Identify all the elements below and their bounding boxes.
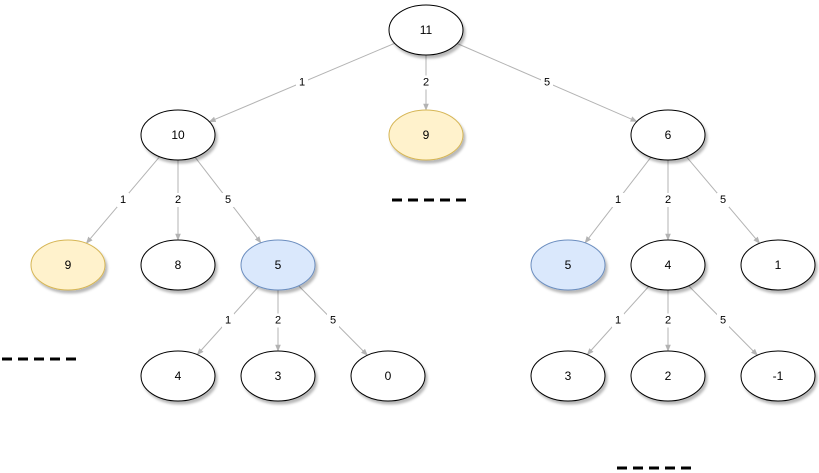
tree-node-n5right: 5 [530, 239, 606, 291]
edge-weight-label: 2 [665, 194, 671, 206]
edge-label-background [222, 313, 234, 328]
edge-n10-n9left: 1 [85, 156, 161, 244]
highlighted-node-ellipse [240, 239, 316, 291]
edge-weight-label: 5 [225, 194, 231, 206]
node-ellipse [630, 350, 706, 402]
edge-weight-label: 5 [544, 77, 550, 89]
tree-node-n6: 6 [630, 109, 706, 161]
tree-node-n1: 1 [740, 239, 816, 291]
tree-node-n10: 10 [140, 109, 216, 161]
edge-weight-label: 1 [120, 194, 126, 206]
edge-n10-n5left: 5 [194, 156, 262, 244]
tree-node-n4left: 4 [140, 350, 216, 402]
tree-node-n0: 0 [350, 350, 426, 402]
node-ellipse [140, 239, 216, 291]
edge-label-background [717, 313, 729, 328]
edge-label-background [222, 193, 234, 207]
node-value-label: 3 [275, 369, 282, 383]
edge-n10-n8: 2 [172, 160, 184, 241]
node-ellipse [240, 350, 316, 402]
node-value-label: 4 [665, 258, 672, 272]
edge-weight-label: 1 [615, 315, 621, 327]
edge-n6-n4right: 2 [662, 160, 674, 241]
edge-label-background [172, 193, 184, 207]
edge-label-background [662, 193, 674, 207]
edge-weight-label: 2 [175, 194, 181, 206]
node-value-label: 11 [420, 23, 433, 37]
node-ellipse [350, 350, 426, 402]
highlighted-node-ellipse [30, 239, 106, 291]
node-value-label: 5 [565, 258, 572, 272]
edge-weight-label: 1 [615, 194, 621, 206]
node-value-label: 8 [175, 258, 182, 272]
edge-weight-label: 5 [720, 315, 726, 327]
node-ellipse [388, 4, 464, 56]
edge-label-background [296, 75, 308, 90]
edge-n4right-nm1: 5 [688, 285, 758, 356]
edge-n6-n5right: 1 [584, 156, 652, 244]
edge-label-background [541, 75, 553, 90]
edge-n5left-n4left: 1 [196, 286, 260, 356]
edge-label-background [612, 313, 624, 328]
node-ellipse [740, 239, 816, 291]
edge-n4right-n3right: 1 [586, 286, 650, 356]
node-ellipse [630, 109, 706, 161]
highlighted-node-ellipse [530, 239, 606, 291]
edge-label-background [420, 75, 432, 90]
edge-weight-label: 2 [423, 77, 429, 89]
node-value-label: -1 [773, 369, 784, 383]
tree-node-n11: 11 [388, 4, 464, 56]
node-value-label: 10 [171, 128, 185, 142]
tree-node-n4right: 4 [630, 239, 706, 291]
tree-node-n9left: 9 [30, 239, 106, 291]
highlighted-node-ellipse [388, 109, 464, 161]
tree-node-nm1: -1 [740, 350, 816, 402]
edge-label-background [662, 313, 674, 328]
edge-weight-label: 2 [275, 315, 281, 327]
edge-label-background [717, 193, 729, 207]
tree-node-n3left: 3 [240, 350, 316, 402]
edge-weight-label: 1 [299, 77, 305, 89]
pruned-markers [2, 198, 697, 470]
edge-weight-label: 2 [665, 315, 671, 327]
edge-n11-n9top: 2 [420, 55, 432, 111]
node-ellipse [140, 109, 216, 161]
node-value-label: 0 [385, 369, 392, 383]
node-value-label: 6 [665, 128, 672, 142]
edge-label-background [327, 313, 339, 328]
node-value-label: 9 [423, 128, 430, 142]
node-ellipse [530, 350, 606, 402]
node-value-label: 9 [65, 258, 72, 272]
tree-node-n3right: 3 [530, 350, 606, 402]
node-ellipse [140, 350, 216, 402]
tree-node-n8: 8 [140, 239, 216, 291]
edge-label-background [612, 193, 624, 207]
edge-weight-label: 5 [330, 315, 336, 327]
edge-n5left-n0: 5 [298, 285, 368, 356]
edge-n5left-n3left: 2 [272, 290, 284, 352]
tree-node-n2: 2 [630, 350, 706, 402]
edge-n11-n10: 1 [208, 42, 395, 123]
tree-node-n9top: 9 [388, 109, 464, 161]
edge-label-background [272, 313, 284, 328]
edge-n4right-n2: 2 [662, 290, 674, 352]
edge-n6-n1: 5 [685, 156, 761, 244]
node-ellipse [630, 239, 706, 291]
node-value-label: 2 [665, 369, 672, 383]
edges-layer: 1 2 5 1 2 5 1 2 5 1 2 5 1 2 5 [85, 42, 761, 356]
edge-n11-n6: 5 [456, 43, 638, 122]
node-value-label: 4 [175, 369, 182, 383]
edge-weight-label: 1 [225, 315, 231, 327]
node-ellipse [740, 350, 816, 402]
edge-weight-label: 5 [720, 194, 726, 206]
node-value-label: 3 [565, 369, 572, 383]
node-value-label: 5 [275, 258, 282, 272]
tree-node-n5left: 5 [240, 239, 316, 291]
node-value-label: 1 [775, 258, 782, 272]
edge-label-background [117, 193, 129, 207]
